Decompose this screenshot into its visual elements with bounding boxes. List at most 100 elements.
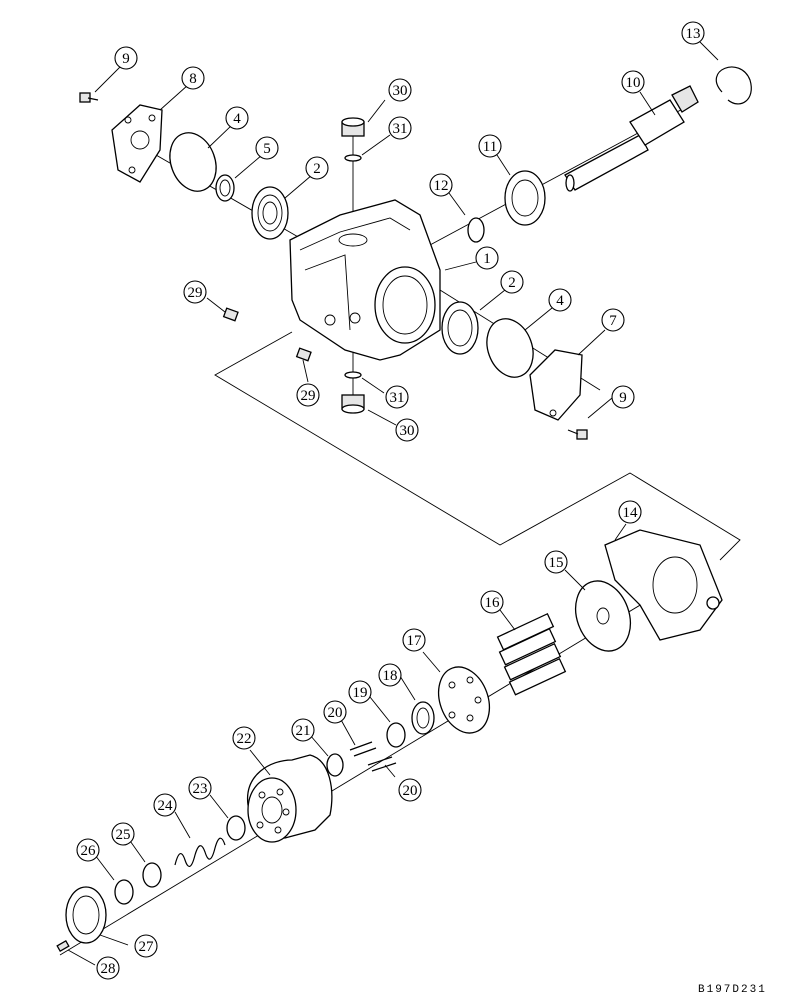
callout-31-bottom: 31 bbox=[385, 385, 409, 409]
pump-housing-1 bbox=[289, 199, 441, 361]
ring-25 bbox=[142, 862, 162, 888]
callout-23: 23 bbox=[188, 776, 212, 800]
retainer-plate-17 bbox=[437, 666, 491, 734]
callout-29-bottom: 29 bbox=[296, 383, 320, 407]
snap-ring-12 bbox=[467, 217, 485, 243]
svg-text:10: 10 bbox=[626, 75, 641, 91]
o-ring-31-top bbox=[344, 154, 362, 162]
callout-27: 27 bbox=[134, 934, 158, 958]
swash-housing-14 bbox=[604, 529, 723, 641]
guide-18 bbox=[411, 701, 435, 735]
callout-14: 14 bbox=[618, 500, 642, 524]
svg-text:8: 8 bbox=[189, 71, 197, 87]
axis-line-lower bbox=[59, 574, 691, 956]
svg-text:22: 22 bbox=[237, 731, 252, 747]
cover-plate-8 bbox=[111, 104, 163, 183]
callout-11: 11 bbox=[478, 134, 502, 158]
piston-set-16 bbox=[496, 612, 567, 696]
callout-22: 22 bbox=[232, 726, 256, 750]
callout-10: 10 bbox=[621, 70, 645, 94]
pin-28 bbox=[56, 940, 70, 952]
dowel-pin-29-bottom bbox=[295, 347, 312, 362]
retaining-ring-13 bbox=[715, 66, 752, 105]
pins-20 bbox=[349, 741, 397, 772]
plug-30-bottom bbox=[341, 394, 365, 414]
spring-24 bbox=[174, 837, 226, 867]
callout-29-top: 29 bbox=[183, 280, 207, 304]
leader-lines bbox=[67, 41, 719, 966]
callout-17: 17 bbox=[402, 628, 426, 652]
callout-7: 7 bbox=[601, 308, 625, 332]
callout-19: 19 bbox=[348, 680, 372, 704]
callout-20-bottom: 20 bbox=[398, 778, 422, 802]
svg-text:4: 4 bbox=[233, 111, 241, 127]
svg-text:13: 13 bbox=[686, 26, 701, 42]
svg-text:24: 24 bbox=[158, 798, 174, 814]
ring-23 bbox=[226, 815, 246, 841]
bearing-27 bbox=[65, 886, 107, 944]
callout-31-top: 31 bbox=[388, 116, 412, 140]
svg-text:27: 27 bbox=[139, 939, 155, 955]
svg-text:11: 11 bbox=[483, 139, 497, 155]
dowel-pin-29-top bbox=[222, 307, 239, 322]
drawing-code: B197D231 bbox=[698, 984, 767, 996]
callout-30-bottom: 30 bbox=[395, 418, 419, 442]
callout-28: 28 bbox=[96, 956, 120, 980]
o-ring-31-bottom bbox=[344, 371, 362, 379]
callout-4-right: 4 bbox=[548, 288, 572, 312]
callout-25: 25 bbox=[111, 822, 135, 846]
ring-5 bbox=[215, 174, 235, 202]
ring-19 bbox=[386, 722, 406, 748]
svg-text:23: 23 bbox=[193, 781, 208, 797]
callout-4-top: 4 bbox=[225, 106, 249, 130]
bearing-2-right bbox=[441, 301, 479, 355]
callout-12: 12 bbox=[429, 173, 453, 197]
svg-text:15: 15 bbox=[549, 555, 564, 571]
callout-9-top: 9 bbox=[114, 46, 138, 70]
svg-text:9: 9 bbox=[122, 51, 130, 67]
callout-8: 8 bbox=[181, 66, 205, 90]
cover-plate-7 bbox=[529, 349, 583, 421]
callout-9-bottom: 9 bbox=[611, 385, 635, 409]
drive-shaft-10 bbox=[564, 85, 699, 192]
svg-text:1: 1 bbox=[483, 251, 491, 267]
svg-text:19: 19 bbox=[353, 685, 368, 701]
svg-text:2: 2 bbox=[313, 161, 321, 177]
bolt-9-bottom bbox=[567, 429, 588, 440]
callout-26: 26 bbox=[76, 838, 100, 862]
svg-text:18: 18 bbox=[383, 668, 398, 684]
callout-13: 13 bbox=[681, 21, 705, 45]
svg-text:4: 4 bbox=[556, 293, 564, 309]
svg-text:28: 28 bbox=[101, 961, 116, 977]
svg-text:21: 21 bbox=[296, 723, 311, 739]
bolt-9-top bbox=[79, 92, 99, 103]
assembly-boundary-line bbox=[214, 331, 741, 561]
svg-text:12: 12 bbox=[434, 178, 449, 194]
svg-text:31: 31 bbox=[390, 390, 405, 406]
ring-26 bbox=[114, 879, 134, 905]
callout-21: 21 bbox=[291, 718, 315, 742]
svg-text:29: 29 bbox=[301, 388, 316, 404]
spring-seat-21 bbox=[326, 753, 344, 777]
svg-text:20: 20 bbox=[328, 705, 343, 721]
bearing-11 bbox=[504, 170, 546, 226]
svg-text:14: 14 bbox=[623, 505, 639, 521]
gasket-4-top bbox=[169, 132, 217, 192]
callout-5: 5 bbox=[255, 136, 279, 160]
callout-2-top: 2 bbox=[305, 156, 329, 180]
cylinder-block-22 bbox=[247, 754, 333, 843]
callout-20-top: 20 bbox=[323, 700, 347, 724]
callout-18: 18 bbox=[378, 663, 402, 687]
thrust-plate-15 bbox=[574, 580, 632, 652]
callout-2-right: 2 bbox=[500, 270, 524, 294]
svg-text:25: 25 bbox=[116, 827, 131, 843]
svg-text:9: 9 bbox=[619, 390, 627, 406]
svg-text:16: 16 bbox=[485, 595, 501, 611]
plug-30-top bbox=[341, 117, 365, 137]
svg-text:30: 30 bbox=[400, 423, 415, 439]
svg-text:26: 26 bbox=[81, 843, 97, 859]
callout-30-top: 30 bbox=[388, 78, 412, 102]
svg-text:29: 29 bbox=[188, 285, 203, 301]
gasket-4-right bbox=[486, 318, 534, 378]
